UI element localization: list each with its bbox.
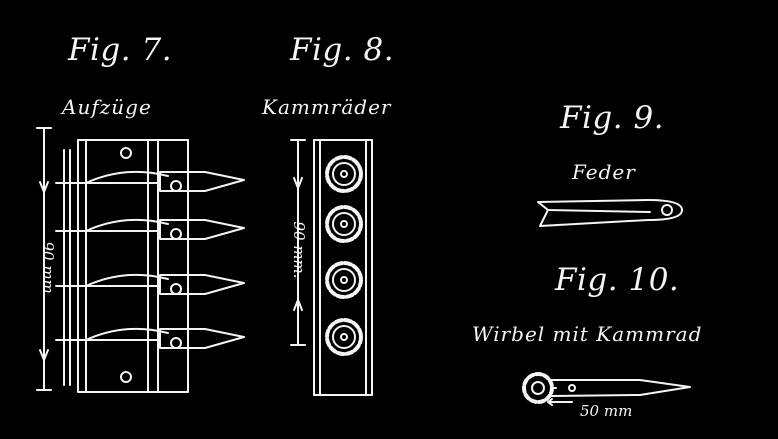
fig10-caption: Wirbel mit Kammrad [472, 322, 703, 346]
fig8-gear-4 [327, 320, 361, 354]
fig8-gear-2 [327, 207, 361, 241]
fig7-top-hole [121, 148, 131, 158]
fig7-caption: Aufzüge [62, 95, 152, 119]
fig10-title: Fig. 10. [555, 262, 680, 298]
fig7-bottom-hole [121, 372, 131, 382]
fig9-eye [662, 205, 672, 215]
fig7-dimension-arrow [37, 128, 51, 390]
fig8-title: Fig. 8. [290, 32, 395, 68]
fig8-gear-1 [327, 157, 361, 191]
fig10-peg [552, 380, 690, 396]
fig10-dimension-arrow [548, 399, 572, 405]
fig8-caption: Kammräder [262, 95, 392, 119]
fig7-frame [78, 140, 188, 392]
fig7-hook-2 [56, 220, 244, 239]
fig7-drawing [37, 128, 244, 392]
fig7-title: Fig. 7. [68, 32, 173, 68]
fig9-caption: Feder [572, 160, 636, 184]
fig8-dimension-arrow [291, 140, 305, 345]
fig9-title: Fig. 9. [560, 100, 665, 136]
fig9-drawing [538, 200, 682, 226]
fig8-gear-3 [327, 263, 361, 297]
fig7-hook-4 [56, 329, 244, 348]
fig7-hook-1 [56, 172, 244, 191]
fig8-frame [314, 140, 372, 395]
fig10-dimension-label: 50 mm [580, 402, 633, 420]
fig10-gear [524, 374, 552, 402]
fig9-spring [538, 200, 682, 226]
fig10-drawing [524, 374, 690, 405]
fig8-drawing [291, 140, 372, 395]
fig7-hook-3 [56, 275, 244, 294]
